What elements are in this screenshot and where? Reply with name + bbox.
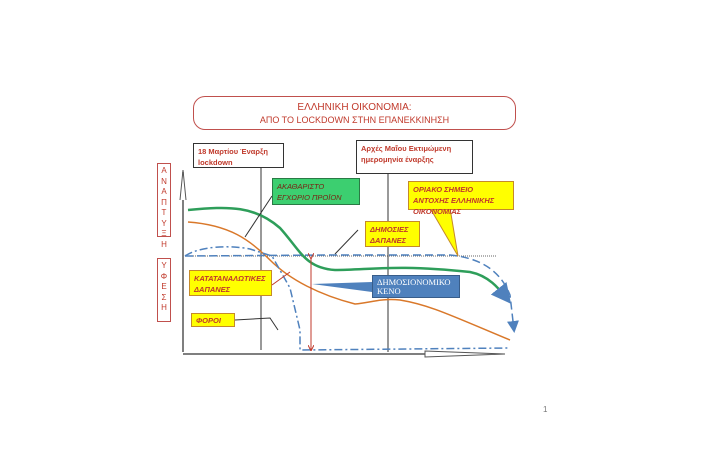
page-number: 1 (543, 405, 548, 414)
recession-label: Υ Φ Ε Σ Η (157, 258, 171, 322)
slide-title: ΕΛΛΗΝΙΚΗ ΟΙΚΟΝΟΜΙΑ: ΑΠΟ ΤΟ LOCKDOWN ΣΤΗΝ… (193, 96, 516, 130)
threshold-label: ΟΡΙΑΚΟ ΣΗΜΕΙΟ ΑΝΤΟΧΗΣ ΕΛΛΗΝΙΚΗΣ ΟΙΚΟΝΟΜΙ… (408, 181, 514, 216)
title-line-2: ΑΠΟ ΤΟ LOCKDOWN ΣΤΗΝ ΕΠΑΝΕΚΚΙΝΗΣΗ (259, 115, 450, 125)
public-pointer (334, 229, 359, 255)
consumer-curve (187, 221, 511, 341)
taxes-pointer (234, 317, 279, 331)
fiscal-gap-label: ΔΗΜΟΣΙΟΝΟΜΙΚΟ ΚΕΝΟ (372, 275, 460, 298)
lockdown-callout: 18 Μαρτίου Έναρξη lockdown (193, 143, 284, 168)
gdp-pointer (244, 195, 273, 238)
growth-label: Α Ν Α Π Τ Υ Ξ Η (157, 163, 171, 249)
taxes-curve (184, 246, 511, 351)
x-axis-arrow-icon (424, 350, 506, 358)
consumer-pointer (271, 271, 291, 286)
may-callout: Αρχές Μαΐου Εκτιμώμενη ημερομηνία έναρξη… (356, 140, 473, 174)
y-axis-arrow-icon (179, 169, 187, 201)
public-spending-curve (184, 254, 519, 333)
gdp-curve (187, 206, 512, 304)
consumer-spending-label: ΚΑΤΑΤΑΝΑΛΩΤΙΚΕΣ ΔΑΠΑΝΕΣ (189, 270, 272, 296)
taxes-label: ΦΟΡΟΙ (191, 313, 235, 327)
fiscal-gap-pointer (312, 282, 372, 292)
title-line-1: ΕΛΛΗΝΙΚΗ ΟΙΚΟΝΟΜΙΑ: (297, 102, 412, 113)
public-spending-label: ΔΗΜΟΣΙΕΣ ΔΑΠΑΝΕΣ (365, 221, 420, 247)
gdp-label: ΑΚΑΘΑΡΙΣΤΟ ΕΓΧΩΡΙΟ ΠΡΟΪΟΝ (272, 178, 360, 205)
